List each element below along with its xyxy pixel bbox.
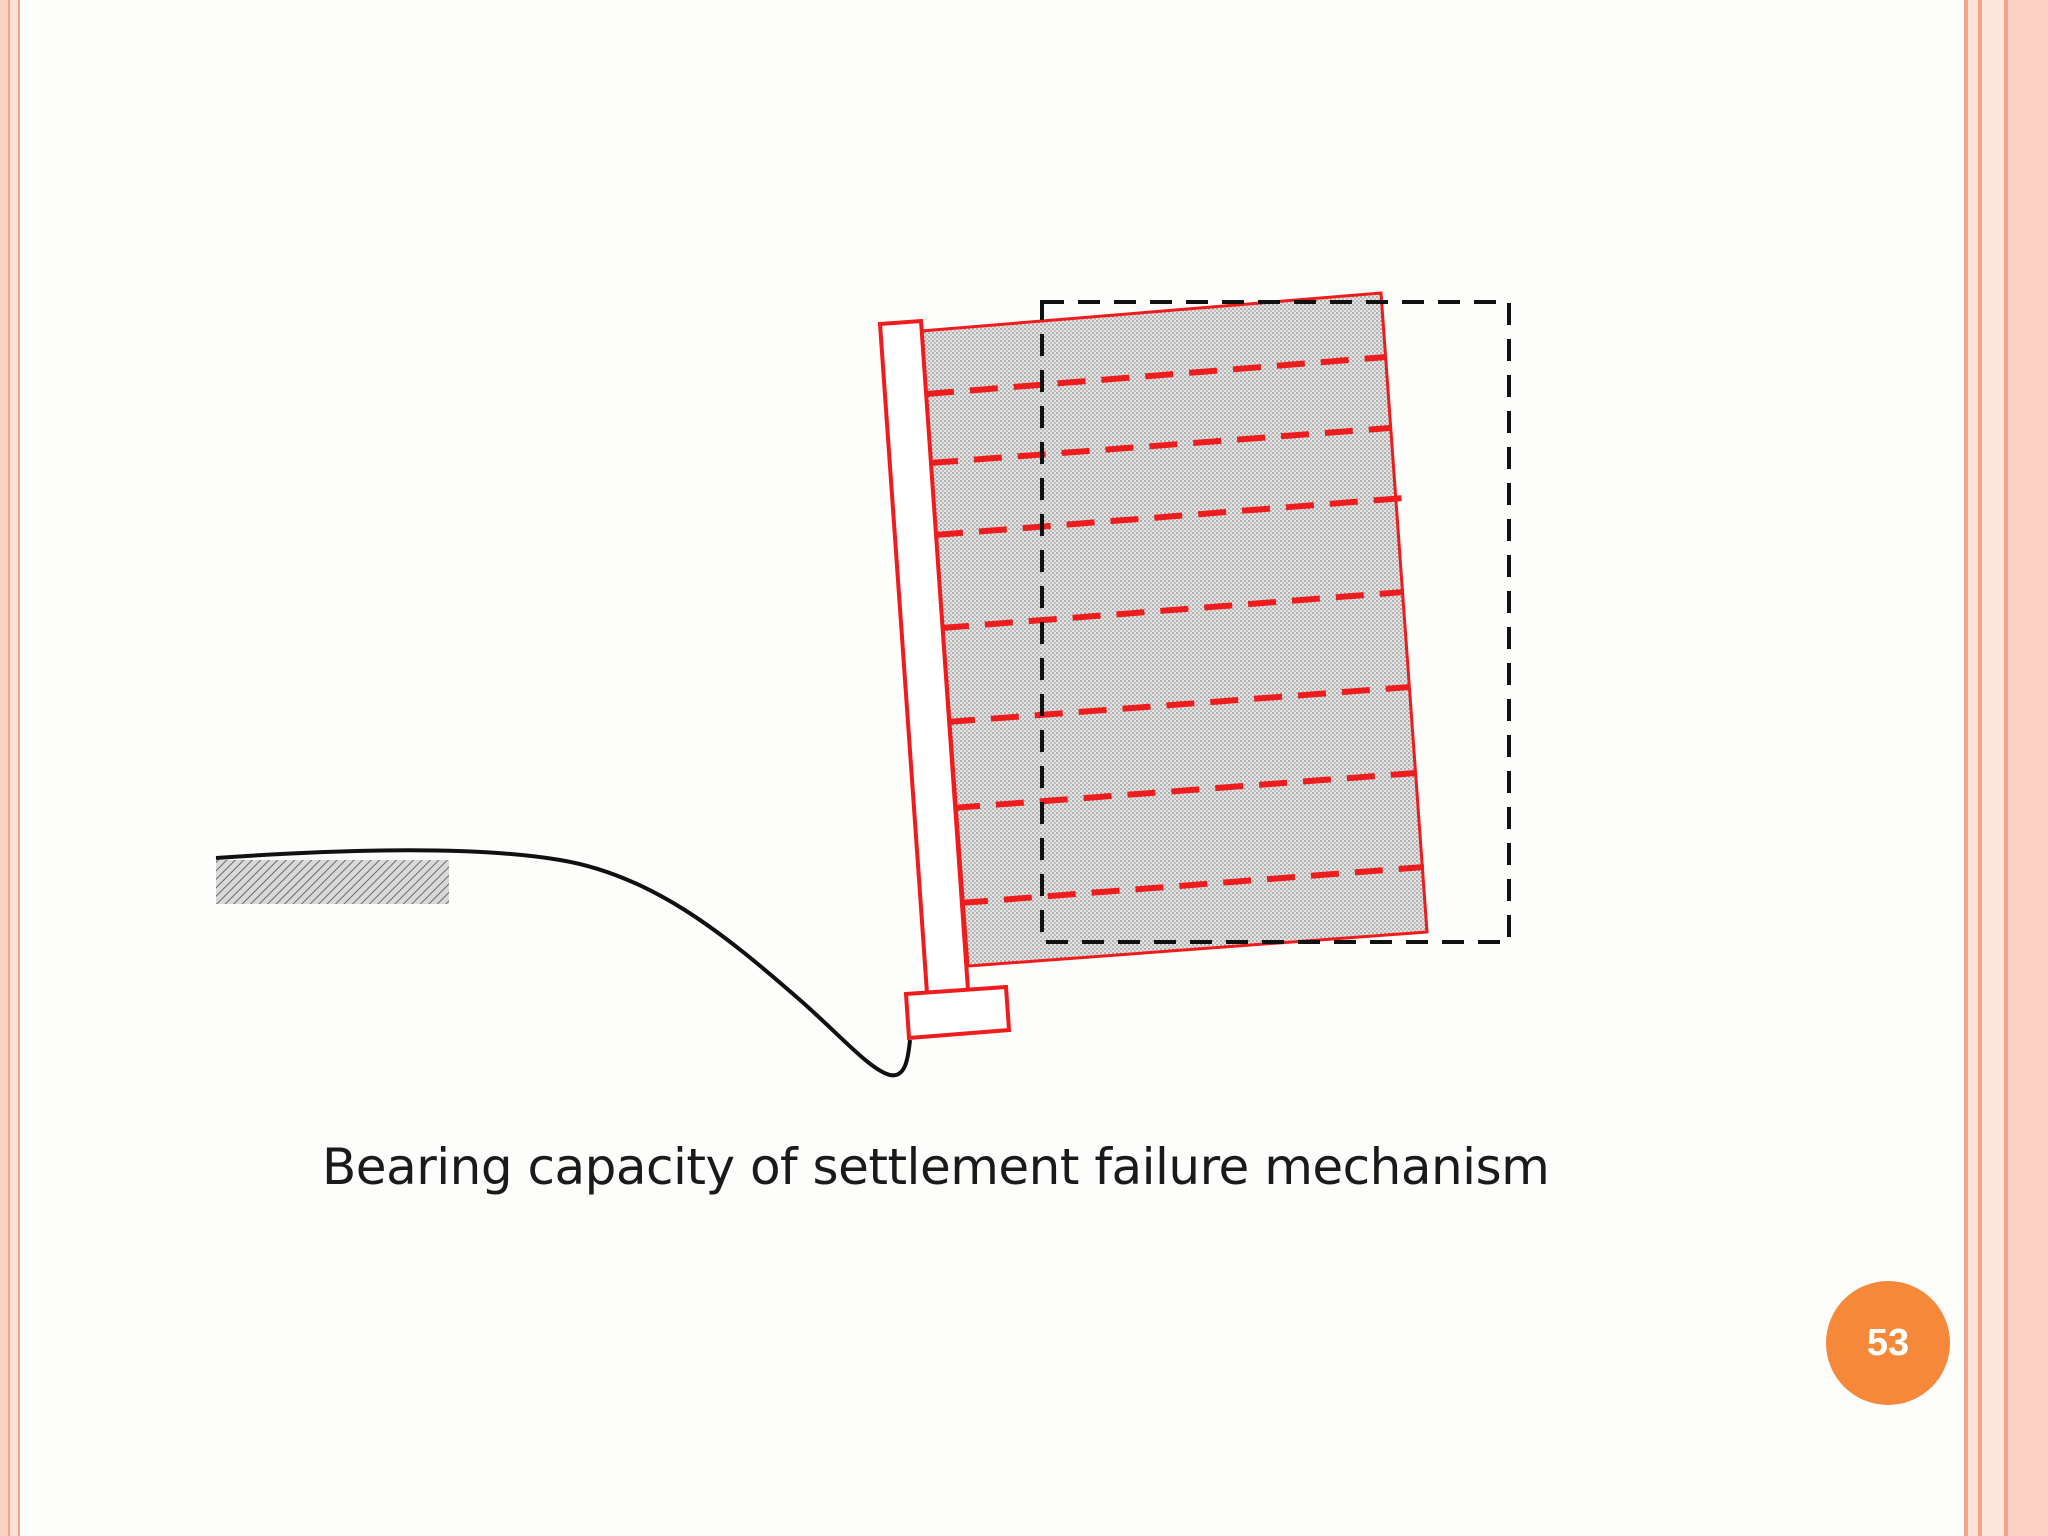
slide-border-right bbox=[1964, 0, 2048, 1536]
wall-footing bbox=[903, 984, 1012, 1041]
ground-hatch bbox=[216, 860, 449, 904]
original-block-outline bbox=[1040, 300, 1511, 944]
reinforcement-layer bbox=[925, 354, 1387, 397]
reinforcement-layer bbox=[959, 864, 1425, 906]
page-number: 53 bbox=[1866, 1321, 1910, 1364]
reinforcement-layer bbox=[951, 770, 1417, 811]
reinforcement-layer bbox=[934, 495, 1405, 538]
reinforcement-layer bbox=[929, 425, 1391, 466]
reinforcement-layer bbox=[946, 684, 1411, 725]
slide-border-left bbox=[0, 0, 22, 1536]
reinforced-soil-block bbox=[919, 291, 1429, 968]
reinforcement-layers bbox=[925, 354, 1425, 906]
diagram-caption: Bearing capacity of settlement failure m… bbox=[322, 1138, 1550, 1196]
reinforcement-layer bbox=[940, 589, 1405, 631]
ground-line bbox=[215, 848, 912, 1078]
page-number-badge: 53 bbox=[1826, 1281, 1950, 1405]
